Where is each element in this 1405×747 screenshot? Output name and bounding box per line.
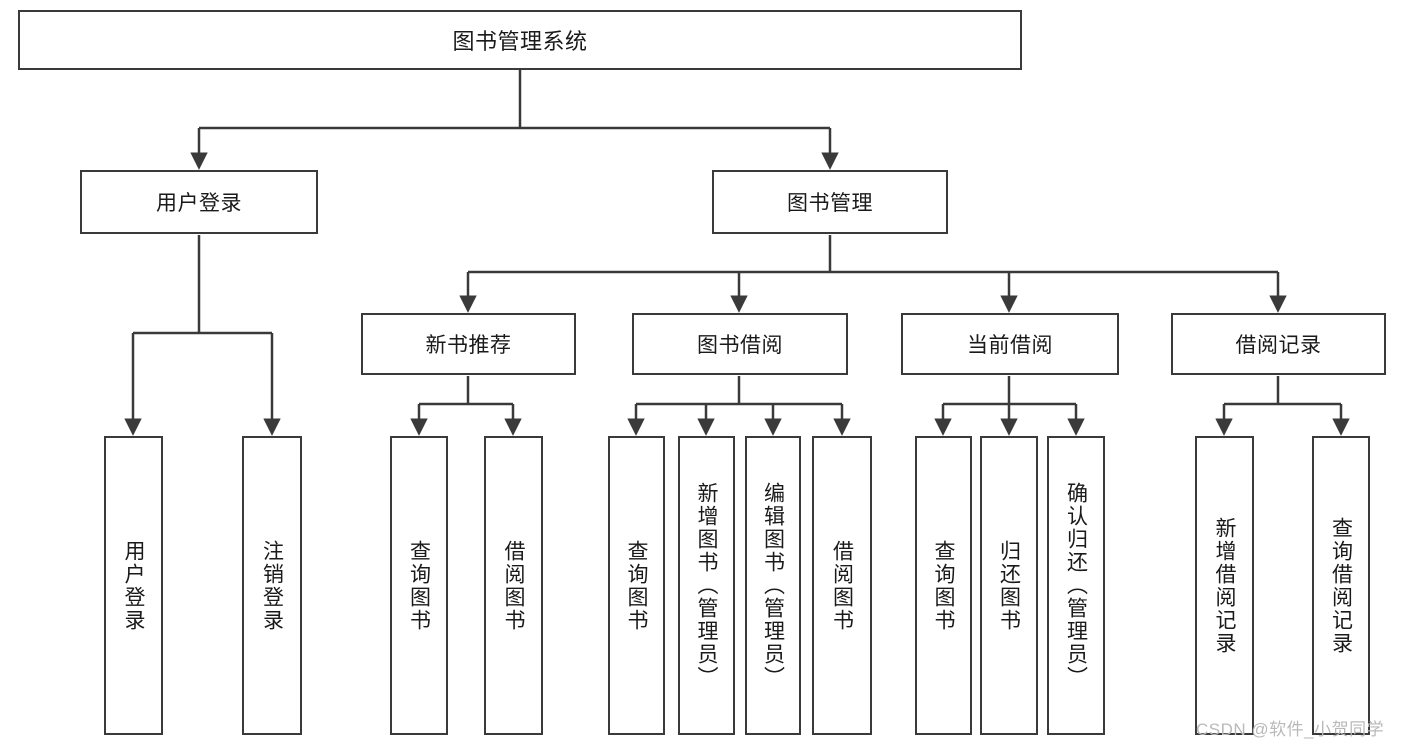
node-root-label: 图书管理系统 (452, 29, 588, 54)
leaf-user-logout[interactable]: 注销登录 (242, 436, 302, 735)
leaf-confirm-return[interactable]: 确认归还（管理员） (1047, 436, 1105, 735)
leaf-borrow-book-1[interactable]: 借阅图书 (484, 436, 543, 735)
node-user-login-label: 用户登录 (156, 192, 242, 215)
node-book-management-label: 图书管理 (787, 192, 873, 215)
node-root[interactable]: 图书管理系统 (18, 10, 1022, 70)
leaf-borrow-book-1-label: 借阅图书 (502, 539, 525, 632)
leaf-return-book[interactable]: 归还图书 (980, 436, 1038, 735)
leaf-borrow-book-2[interactable]: 借阅图书 (812, 436, 872, 735)
leaf-edit-book[interactable]: 编辑图书（管理员） (745, 436, 801, 735)
node-borrow-record-label: 借阅记录 (1235, 334, 1322, 357)
leaf-user-login[interactable]: 用户登录 (104, 436, 163, 735)
leaf-query-book-1[interactable]: 查询图书 (390, 436, 448, 735)
node-current-borrow-label: 当前借阅 (967, 334, 1053, 357)
leaf-user-login-label: 用户登录 (122, 539, 145, 632)
node-current-borrow[interactable]: 当前借阅 (901, 313, 1119, 375)
leaf-query-book-1-label: 查询图书 (407, 539, 431, 632)
node-book-management[interactable]: 图书管理 (712, 170, 948, 234)
leaf-query-book-3[interactable]: 查询图书 (915, 436, 972, 735)
leaf-query-book-2-label: 查询图书 (625, 539, 648, 632)
node-borrow-record[interactable]: 借阅记录 (1171, 313, 1386, 375)
node-new-book-recommend-label: 新书推荐 (425, 334, 512, 357)
leaf-add-book[interactable]: 新增图书（管理员） (678, 436, 735, 735)
leaf-query-record-label: 查询借阅记录 (1329, 516, 1353, 655)
leaf-query-book-3-label: 查询图书 (932, 539, 955, 632)
leaf-confirm-return-label: 确认归还（管理员） (1064, 482, 1088, 689)
csdn-watermark: CSDN @软件_小贺同学 (1196, 720, 1385, 739)
leaf-add-record-label: 新增借阅记录 (1213, 516, 1236, 655)
node-new-book-recommend[interactable]: 新书推荐 (361, 313, 576, 375)
node-book-borrow[interactable]: 图书借阅 (632, 313, 848, 375)
leaf-add-record[interactable]: 新增借阅记录 (1195, 436, 1254, 735)
node-user-login[interactable]: 用户登录 (80, 170, 318, 234)
leaf-edit-book-label: 编辑图书（管理员） (761, 482, 785, 689)
leaf-query-record[interactable]: 查询借阅记录 (1312, 436, 1370, 735)
node-book-borrow-label: 图书借阅 (697, 334, 783, 357)
leaf-user-logout-label: 注销登录 (260, 539, 284, 632)
leaf-return-book-label: 归还图书 (997, 539, 1021, 632)
leaf-query-book-2[interactable]: 查询图书 (608, 436, 665, 735)
leaf-borrow-book-2-label: 借阅图书 (830, 539, 854, 632)
leaf-add-book-label: 新增图书（管理员） (695, 482, 718, 689)
